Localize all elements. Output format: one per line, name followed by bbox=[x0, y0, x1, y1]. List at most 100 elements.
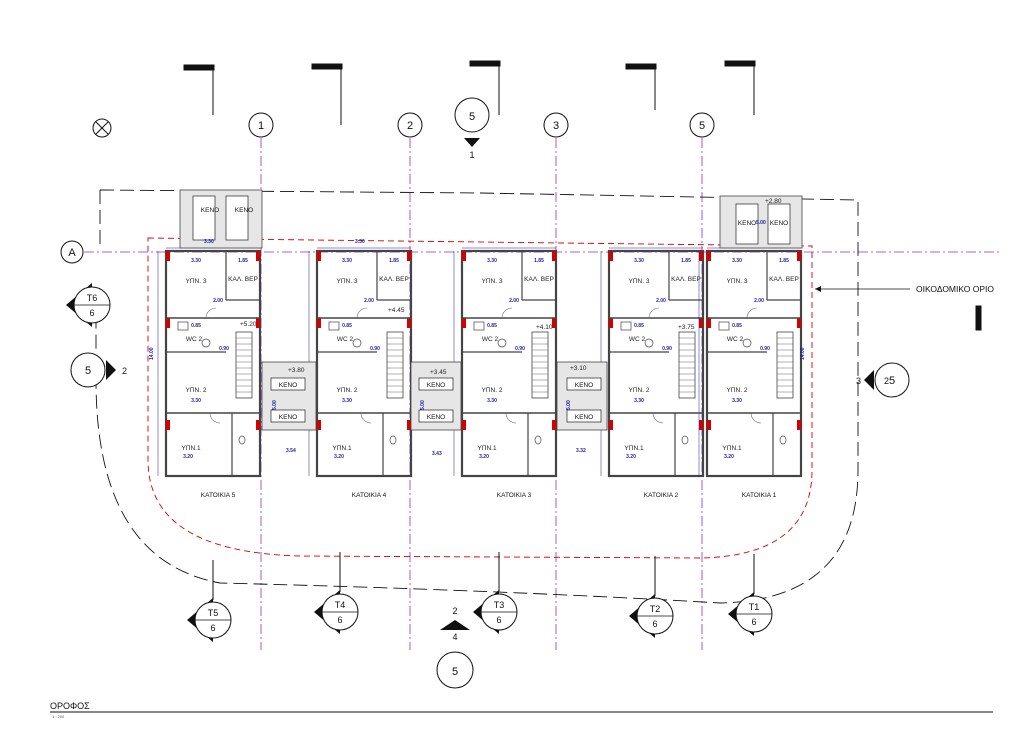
svg-text:4: 4 bbox=[452, 632, 457, 642]
dim-label: 0.85 bbox=[732, 323, 742, 329]
room-label: ΥΠΝ. 3 bbox=[629, 278, 650, 285]
room-label: ΥΠΝ.1 bbox=[181, 445, 201, 452]
void-label: ΚΕΝΟ bbox=[235, 207, 253, 214]
level-markers: +3.80 +3.45 +3.10 +3.75 +4.45 +4.10 +5.2… bbox=[240, 198, 782, 376]
svg-text:+2.80: +2.80 bbox=[765, 198, 782, 205]
dim-label: 0.90 bbox=[760, 346, 770, 352]
room-label: WC 2 bbox=[186, 336, 203, 343]
room-label: ΥΠΝ.1 bbox=[624, 445, 644, 452]
dim-label: 3.30 bbox=[634, 398, 644, 404]
dim-label: 2.00 bbox=[364, 298, 374, 304]
section-sheet: 6 bbox=[496, 615, 501, 625]
room-label: ΚΑΛ. ΒΕΡ bbox=[228, 276, 258, 283]
dim-label: 3.30 bbox=[487, 398, 497, 404]
svg-text:3.54: 3.54 bbox=[286, 448, 296, 454]
sheet-scale: 1 : 200 bbox=[52, 714, 65, 719]
dim-label: 2.00 bbox=[213, 298, 223, 304]
dim-label: 3.30 bbox=[191, 258, 201, 264]
dim-label: 3.20 bbox=[479, 454, 489, 460]
svg-text:5: 5 bbox=[469, 111, 475, 123]
svg-text:+5.20: +5.20 bbox=[240, 321, 257, 328]
room-label: ΚΑΛ. ΒΕΡ bbox=[769, 276, 799, 283]
svg-text:2: 2 bbox=[407, 120, 413, 132]
dim-label: 0.85 bbox=[487, 323, 497, 329]
dim-label: 3.30 bbox=[732, 398, 742, 404]
voids: ΚΕΝΟ ΚΕΝΟ ΚΕΝΟ ΚΕΝΟ ΚΕΝΟ ΚΕΝΟ ΚΕΝΟ ΚΕΝΟ … bbox=[179, 189, 803, 431]
room-label: ΥΠΝ.1 bbox=[332, 445, 352, 452]
section-id: T5 bbox=[208, 608, 219, 618]
dim-label: 3.30 bbox=[487, 258, 497, 264]
svg-text:+3.45: +3.45 bbox=[430, 369, 447, 376]
room-label: ΥΠΝ. 3 bbox=[727, 278, 748, 285]
svg-text:1: 1 bbox=[469, 150, 474, 160]
void-label: ΚΕΝΟ bbox=[575, 414, 593, 421]
sheet-title: ΟΡΟΦΟΣ bbox=[50, 701, 90, 711]
section-sheet: 6 bbox=[89, 308, 94, 318]
section-sheet: 6 bbox=[337, 615, 342, 625]
room-label: WC 2 bbox=[337, 336, 354, 343]
dim-label: 3.20 bbox=[626, 454, 636, 460]
dim-label: 1.85 bbox=[238, 258, 248, 264]
svg-text:A: A bbox=[68, 247, 76, 259]
room-label: WC 2 bbox=[482, 336, 499, 343]
grid-bubble-3: 3 bbox=[543, 112, 569, 138]
dim-label: 0.85 bbox=[342, 323, 352, 329]
svg-text:14.00: 14.00 bbox=[149, 347, 155, 360]
elevation-marker-left: 5 2 bbox=[70, 352, 127, 388]
section-marker-t2: T26 bbox=[629, 556, 674, 638]
room-label: ΚΑΛ. ΒΕΡ bbox=[379, 276, 409, 283]
dim-label: 0.85 bbox=[634, 323, 644, 329]
void-label: ΚΕΝΟ bbox=[738, 220, 756, 227]
dim-label: 3.20 bbox=[183, 454, 193, 460]
grid-bubble-2: 2 bbox=[397, 112, 423, 138]
dim-label: 2.00 bbox=[509, 298, 519, 304]
svg-text:+3.10: +3.10 bbox=[570, 365, 587, 372]
elevation-marker-bottom: 2 4 5 bbox=[436, 606, 474, 689]
dim-label: 0.90 bbox=[219, 346, 229, 352]
dim-label: 3.30 bbox=[732, 258, 742, 264]
dim-label: 3.20 bbox=[334, 454, 344, 460]
section-marker-t5: T56 bbox=[187, 560, 232, 642]
elevation-marker-right: 5 3 2 bbox=[856, 362, 910, 398]
grid-bubble-a: A bbox=[60, 240, 84, 264]
room-label: ΥΠΝ. 2 bbox=[337, 387, 358, 394]
room-label: ΥΠΝ. 2 bbox=[186, 387, 207, 394]
building-line bbox=[147, 237, 813, 559]
svg-text:1: 1 bbox=[258, 120, 264, 132]
void-label: ΚΕΝΟ bbox=[201, 207, 219, 214]
svg-text:2: 2 bbox=[122, 366, 127, 376]
house-name: ΚΑΤΟΙΚΙΑ 1 bbox=[742, 492, 777, 499]
section-id: T6 bbox=[87, 293, 98, 303]
room-label: ΥΠΝ. 2 bbox=[629, 387, 650, 394]
svg-text:5: 5 bbox=[452, 666, 458, 678]
section-id: T3 bbox=[494, 600, 505, 610]
svg-text:5.00: 5.00 bbox=[566, 400, 572, 410]
site-dimensions: 3.54 3.43 3.32 14.00 14.00 5.00 5.00 5.0… bbox=[149, 220, 806, 457]
grid-bubble-5: 5 bbox=[689, 112, 715, 138]
room-label: ΥΠΝ. 2 bbox=[482, 387, 503, 394]
section-marker-t6: T6 6 bbox=[66, 283, 111, 327]
section-id: T2 bbox=[650, 604, 661, 614]
room-label: ΥΠΝ.1 bbox=[722, 445, 742, 452]
grid-bubble-1: 1 bbox=[248, 112, 274, 138]
svg-text:3.30: 3.30 bbox=[355, 239, 365, 245]
boundary-label: ΟΙΚΟΔΟΜΙΚΟ ΟΡΙΟ bbox=[916, 284, 994, 294]
dim-label: 1.85 bbox=[681, 258, 691, 264]
svg-text:3.32: 3.32 bbox=[576, 448, 586, 454]
section-marker-t4: T46 bbox=[314, 552, 359, 634]
dim-label: 3.30 bbox=[342, 398, 352, 404]
void-label: ΚΕΝΟ bbox=[770, 220, 788, 227]
svg-text:+3.75: +3.75 bbox=[678, 324, 695, 331]
dim-label: 0.90 bbox=[370, 346, 380, 352]
section-marker-t3: T3 6 bbox=[473, 552, 518, 634]
houses: ΥΠΝ. 3 ΥΠΝ. 2 ΥΠΝ.1 WC 2 ΚΑΛ. ΒΕΡ 3.30 3.30 3.2… bbox=[157, 247, 803, 499]
room-label: ΚΑΛ. ΒΕΡ bbox=[524, 276, 554, 283]
void-label: ΚΕΝΟ bbox=[575, 382, 593, 389]
dim-label: 3.20 bbox=[724, 454, 734, 460]
room-label: ΚΑΛ. ΒΕΡ bbox=[671, 276, 701, 283]
dim-label: 1.85 bbox=[779, 258, 789, 264]
